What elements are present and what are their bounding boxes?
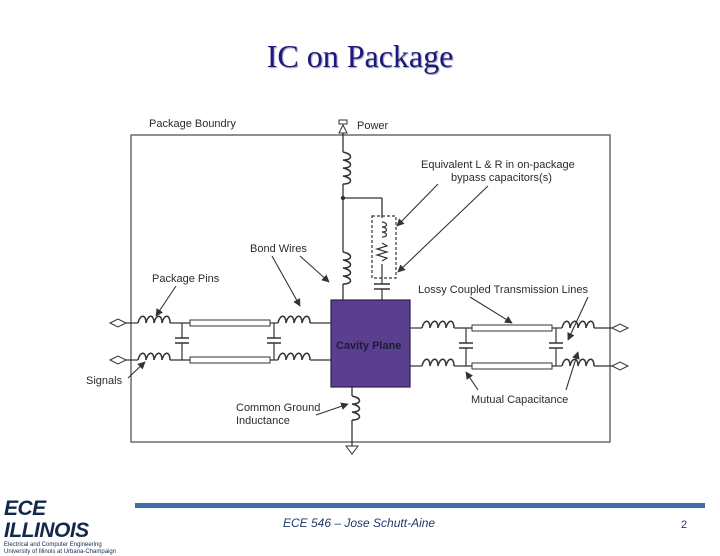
right-signal-bottom xyxy=(410,358,630,371)
bond-wires-label: Bond Wires xyxy=(250,243,307,255)
signals-label: Signals xyxy=(86,375,123,387)
ground-inductor xyxy=(351,395,361,421)
page-title: IC on Package xyxy=(266,38,454,74)
package-boundary xyxy=(130,134,611,443)
ece-illinois-logo: ECE ILLINOIS Electrical and Computer Eng… xyxy=(4,497,134,556)
right-signal-top xyxy=(410,320,630,333)
annotation-arrows xyxy=(127,183,589,416)
power-label: Power xyxy=(357,120,389,132)
equivalent-lr-label-2: bypass capacitors(s) xyxy=(451,172,552,184)
right-coupling-caps xyxy=(459,328,563,366)
package-boundary-label: Package Boundry xyxy=(149,118,236,130)
logo-sub-line-2: University of Illinois at Urbana-Champai… xyxy=(4,549,117,555)
left-signal-bottom xyxy=(108,352,331,365)
cavity-plane xyxy=(330,299,411,388)
logo-sub-line-1: Electrical and Computer Engineering xyxy=(4,542,102,548)
bypass-cap-box xyxy=(371,215,397,279)
package-diagram: Cavity Plane xyxy=(86,118,630,455)
lossy-lines-label: Lossy Coupled Transmission Lines xyxy=(418,284,588,296)
ground-symbol xyxy=(345,445,359,455)
common-ground-label-2: Inductance xyxy=(236,415,290,427)
power-inductor xyxy=(342,151,352,185)
footer-bar xyxy=(135,503,705,508)
equivalent-lr-label-1: Equivalent L & R in on-package xyxy=(421,159,575,171)
bond-wire-inductor xyxy=(342,251,352,285)
power-connector xyxy=(338,119,348,134)
package-pins-label: Package Pins xyxy=(152,273,220,285)
cavity-plane-label: Cavity Plane xyxy=(336,340,401,352)
page-number: 2 xyxy=(681,519,688,531)
common-ground-label-1: Common Ground xyxy=(236,402,320,414)
footer-text: ECE 546 – Jose Schutt-Aine xyxy=(283,516,436,530)
left-signal-top xyxy=(108,315,331,328)
left-coupling-caps xyxy=(175,323,281,360)
mutual-capacitance-label: Mutual Capacitance xyxy=(471,394,568,406)
logo-main-text: ECE ILLINOIS xyxy=(4,497,89,542)
